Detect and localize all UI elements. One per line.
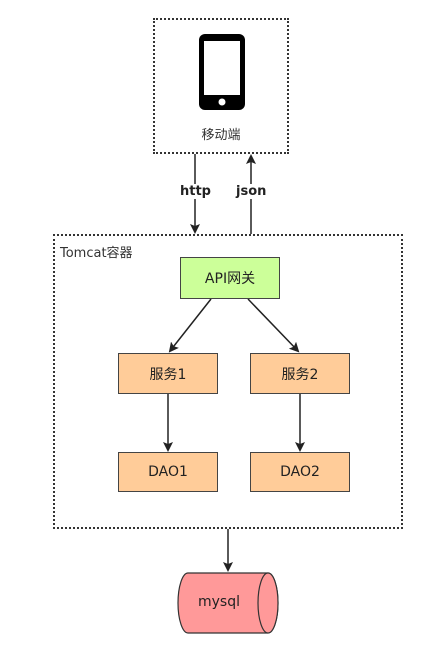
gateway-to-service1-arrow [168, 298, 212, 353]
smartphone-icon [199, 34, 245, 110]
http-edge-label: http [178, 184, 213, 199]
service2-node: 服务2 [250, 353, 350, 394]
dao1-node: DAO1 [118, 452, 218, 492]
mysql-cylinder-end [257, 572, 279, 634]
gateway-to-service2-arrow [247, 298, 300, 353]
mobile-client-box: 移动端 [153, 18, 289, 154]
tomcat-container: Tomcat容器 [53, 234, 403, 529]
mysql-database-shape [177, 572, 279, 634]
dao2-node: DAO2 [250, 452, 350, 492]
tomcat-container-label: Tomcat容器 [60, 246, 133, 261]
api-gateway-node: API网关 [180, 257, 280, 299]
service1-node: 服务1 [118, 353, 218, 394]
json-edge-label: json [234, 184, 269, 199]
mysql-label: mysql [198, 594, 240, 610]
mobile-client-label: 移动端 [201, 128, 241, 143]
